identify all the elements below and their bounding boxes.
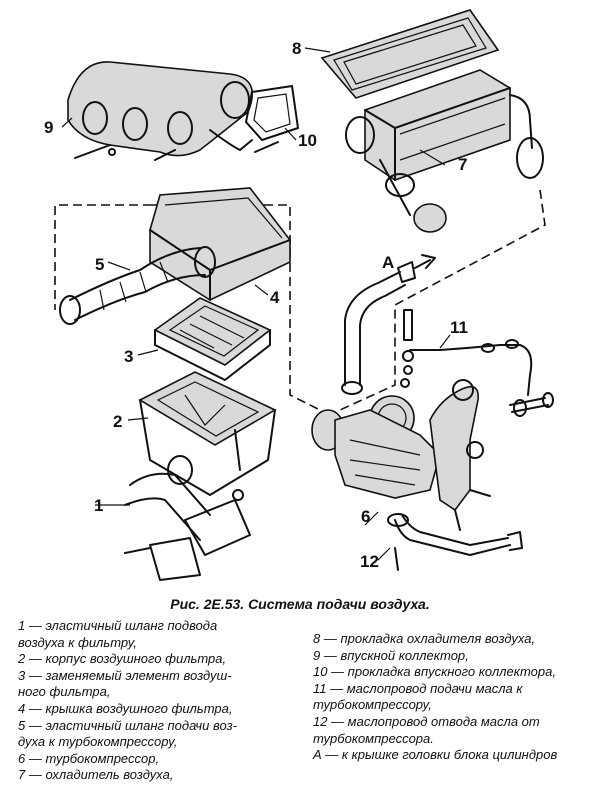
oil-feed-pipe bbox=[400, 309, 554, 417]
air-filter-element bbox=[153, 297, 272, 381]
legend-line: ного фильтра, bbox=[18, 684, 111, 700]
callout-6: 6 bbox=[361, 507, 370, 526]
callout-3: 3 bbox=[124, 347, 133, 366]
callout-2: 2 bbox=[113, 412, 122, 431]
turbocharger bbox=[311, 379, 491, 531]
figure-caption: Рис. 2Е.53. Система подачи воздуха. bbox=[170, 596, 430, 612]
exploded-diagram: 8 9 10 7 A 5 4 11 3 2 1 6 12 bbox=[44, 9, 554, 581]
callout-1: 1 bbox=[94, 496, 103, 515]
leader-lines bbox=[61, 47, 451, 561]
legend-line: 7 — охладитель воздуха, bbox=[18, 767, 174, 783]
intercooler bbox=[345, 69, 544, 233]
routing-line-filter bbox=[54, 204, 341, 421]
legend-line: турбокомпрессору, bbox=[313, 697, 432, 713]
air-intake-system-drawing: 8 9 10 7 A 5 4 11 3 2 1 6 12 bbox=[44, 9, 554, 581]
legend-line: 4 — крышка воздушного фильтра, bbox=[18, 700, 233, 716]
callout-9: 9 bbox=[44, 118, 53, 137]
intake-manifold bbox=[67, 61, 279, 161]
legend-line: 8 — прокладка охладителя воздуха, bbox=[313, 631, 536, 646]
callout-7: 7 bbox=[458, 155, 467, 174]
legend-line: 6 — турбокомпрессор, bbox=[18, 750, 160, 766]
hose-to-turbocharger bbox=[59, 246, 216, 325]
legend-line: 1 — эластичный шланг подвода bbox=[18, 618, 218, 633]
legend-line: 3 — заменяемый элемент воздуш- bbox=[18, 667, 232, 683]
oil-return-pipe bbox=[387, 513, 523, 571]
callout-12: 12 bbox=[360, 552, 379, 571]
legend-line: 12 — маслопровод отвода масла от bbox=[313, 713, 540, 729]
legend-line: 9 — впускной коллектор, bbox=[313, 647, 469, 663]
breather-hose bbox=[341, 254, 436, 395]
legend-line: А — к крышке головки блока цилиндров bbox=[313, 747, 558, 763]
legend-right: 8 — прокладка охладителя воздуха, 9 — вп… bbox=[313, 631, 595, 764]
legend-line: турбокомпрессора. bbox=[313, 730, 434, 746]
legend-line: 11 — маслопровод подачи масла к bbox=[313, 680, 523, 696]
callout-11: 11 bbox=[450, 318, 468, 337]
legend-line: 10 — прокладка впускного коллектора, bbox=[313, 664, 556, 680]
callout-10: 10 bbox=[298, 131, 317, 150]
legend-line: 2 — корпус воздушного фильтра, bbox=[18, 651, 227, 667]
inlet-hose bbox=[124, 472, 251, 581]
callout-4: 4 bbox=[270, 288, 280, 307]
intake-manifold-gasket bbox=[245, 85, 299, 141]
callout-8: 8 bbox=[292, 39, 301, 58]
legend-line: воздуха к фильтру, bbox=[18, 634, 137, 650]
legend-line: 5 — эластичный шланг подачи воз- bbox=[18, 717, 237, 733]
intercooler-gasket bbox=[320, 9, 500, 99]
legend-line: духа к турбокомпрессору, bbox=[18, 734, 178, 750]
callout-5: 5 bbox=[95, 255, 104, 274]
callout-A: A bbox=[382, 253, 394, 272]
legend-left: 1 — эластичный шланг подвода воздуха к ф… bbox=[18, 618, 300, 784]
air-filter-housing bbox=[138, 371, 277, 496]
air-filter-cover bbox=[149, 187, 291, 301]
